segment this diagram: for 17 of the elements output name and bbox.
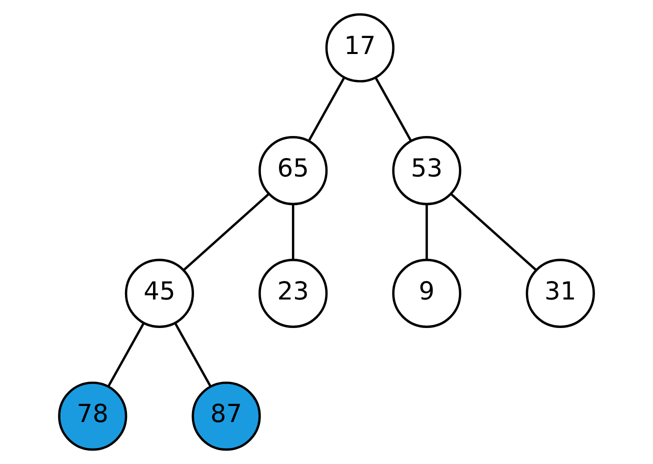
- node-circle: 17: [325, 13, 394, 82]
- node-circle: 23: [258, 258, 328, 328]
- connector: [107, 322, 145, 387]
- connector: [450, 193, 537, 271]
- connector: [308, 77, 346, 142]
- node-circle: 78: [58, 382, 128, 451]
- connector: [292, 204, 294, 260]
- connector: [426, 204, 428, 260]
- connector: [174, 322, 212, 387]
- node-circle: 45: [124, 258, 194, 328]
- node-circle: 65: [258, 136, 328, 206]
- node-circle: 31: [526, 258, 595, 328]
- node-circle: 9: [392, 258, 462, 328]
- connector: [374, 77, 412, 142]
- node-circle: 87: [192, 382, 261, 451]
- node-circle: 53: [392, 136, 462, 206]
- connector: [183, 193, 270, 271]
